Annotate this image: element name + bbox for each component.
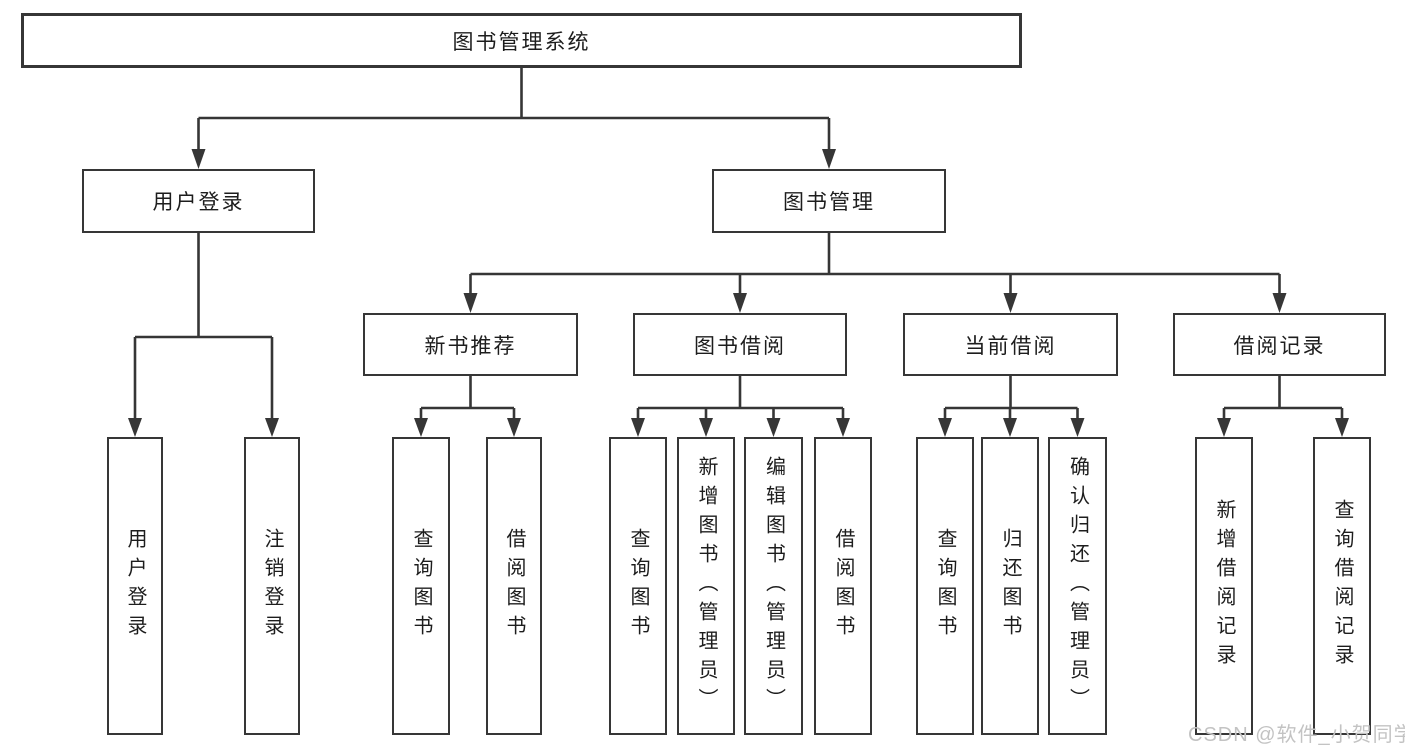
node-book-management: 图书管理 (712, 169, 946, 233)
leaf-logout: 注销登录 (244, 437, 300, 735)
node-borrow-records: 借阅记录 (1173, 313, 1386, 376)
leaf-add-borrow-record: 新增借阅记录 (1195, 437, 1253, 735)
leaf-edit-book-admin: 编辑图书（管理员） (744, 437, 803, 735)
watermark-text: CSDN @软件_小贺同学 (1188, 724, 1405, 746)
leaf-add-book-admin: 新增图书（管理员） (677, 437, 735, 735)
node-book-borrow: 图书借阅 (633, 313, 847, 376)
leaf-recommend-borrow-book: 借阅图书 (486, 437, 542, 735)
leaf-query-borrow-record: 查询借阅记录 (1313, 437, 1371, 735)
leaf-return-book: 归还图书 (981, 437, 1039, 735)
node-new-book-recommend: 新书推荐 (363, 313, 578, 376)
leaf-borrow-book: 借阅图书 (814, 437, 872, 735)
leaf-recommend-query-book: 查询图书 (392, 437, 450, 735)
node-user-login: 用户登录 (82, 169, 315, 233)
node-current-borrow: 当前借阅 (903, 313, 1118, 376)
leaf-current-query-book: 查询图书 (916, 437, 974, 735)
leaf-user-login: 用户登录 (107, 437, 163, 735)
leaf-confirm-return-admin: 确认归还（管理员） (1048, 437, 1107, 735)
leaf-borrow-query-book: 查询图书 (609, 437, 667, 735)
node-root-system: 图书管理系统 (21, 13, 1022, 68)
